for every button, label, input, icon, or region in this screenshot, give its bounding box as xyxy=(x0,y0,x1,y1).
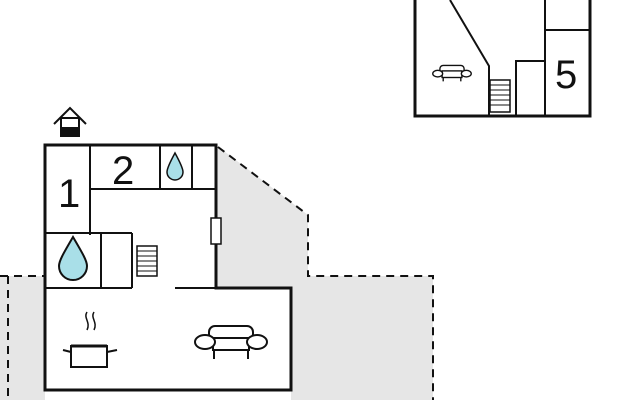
room-label-1: 1 xyxy=(58,172,80,216)
water-drop-icon xyxy=(57,235,89,281)
terrace-area xyxy=(0,145,434,400)
stairs-icon xyxy=(489,79,511,113)
room-label-5: 5 xyxy=(555,53,577,97)
water-drop-icon xyxy=(166,151,184,181)
door-icon xyxy=(210,217,222,245)
stairs-icon xyxy=(136,245,158,277)
sofa-icon xyxy=(194,325,268,359)
room-label-2: 2 xyxy=(112,149,134,193)
house-entrance-icon xyxy=(53,106,87,137)
sofa-icon xyxy=(432,64,472,82)
cooking-pot-icon xyxy=(62,311,118,368)
